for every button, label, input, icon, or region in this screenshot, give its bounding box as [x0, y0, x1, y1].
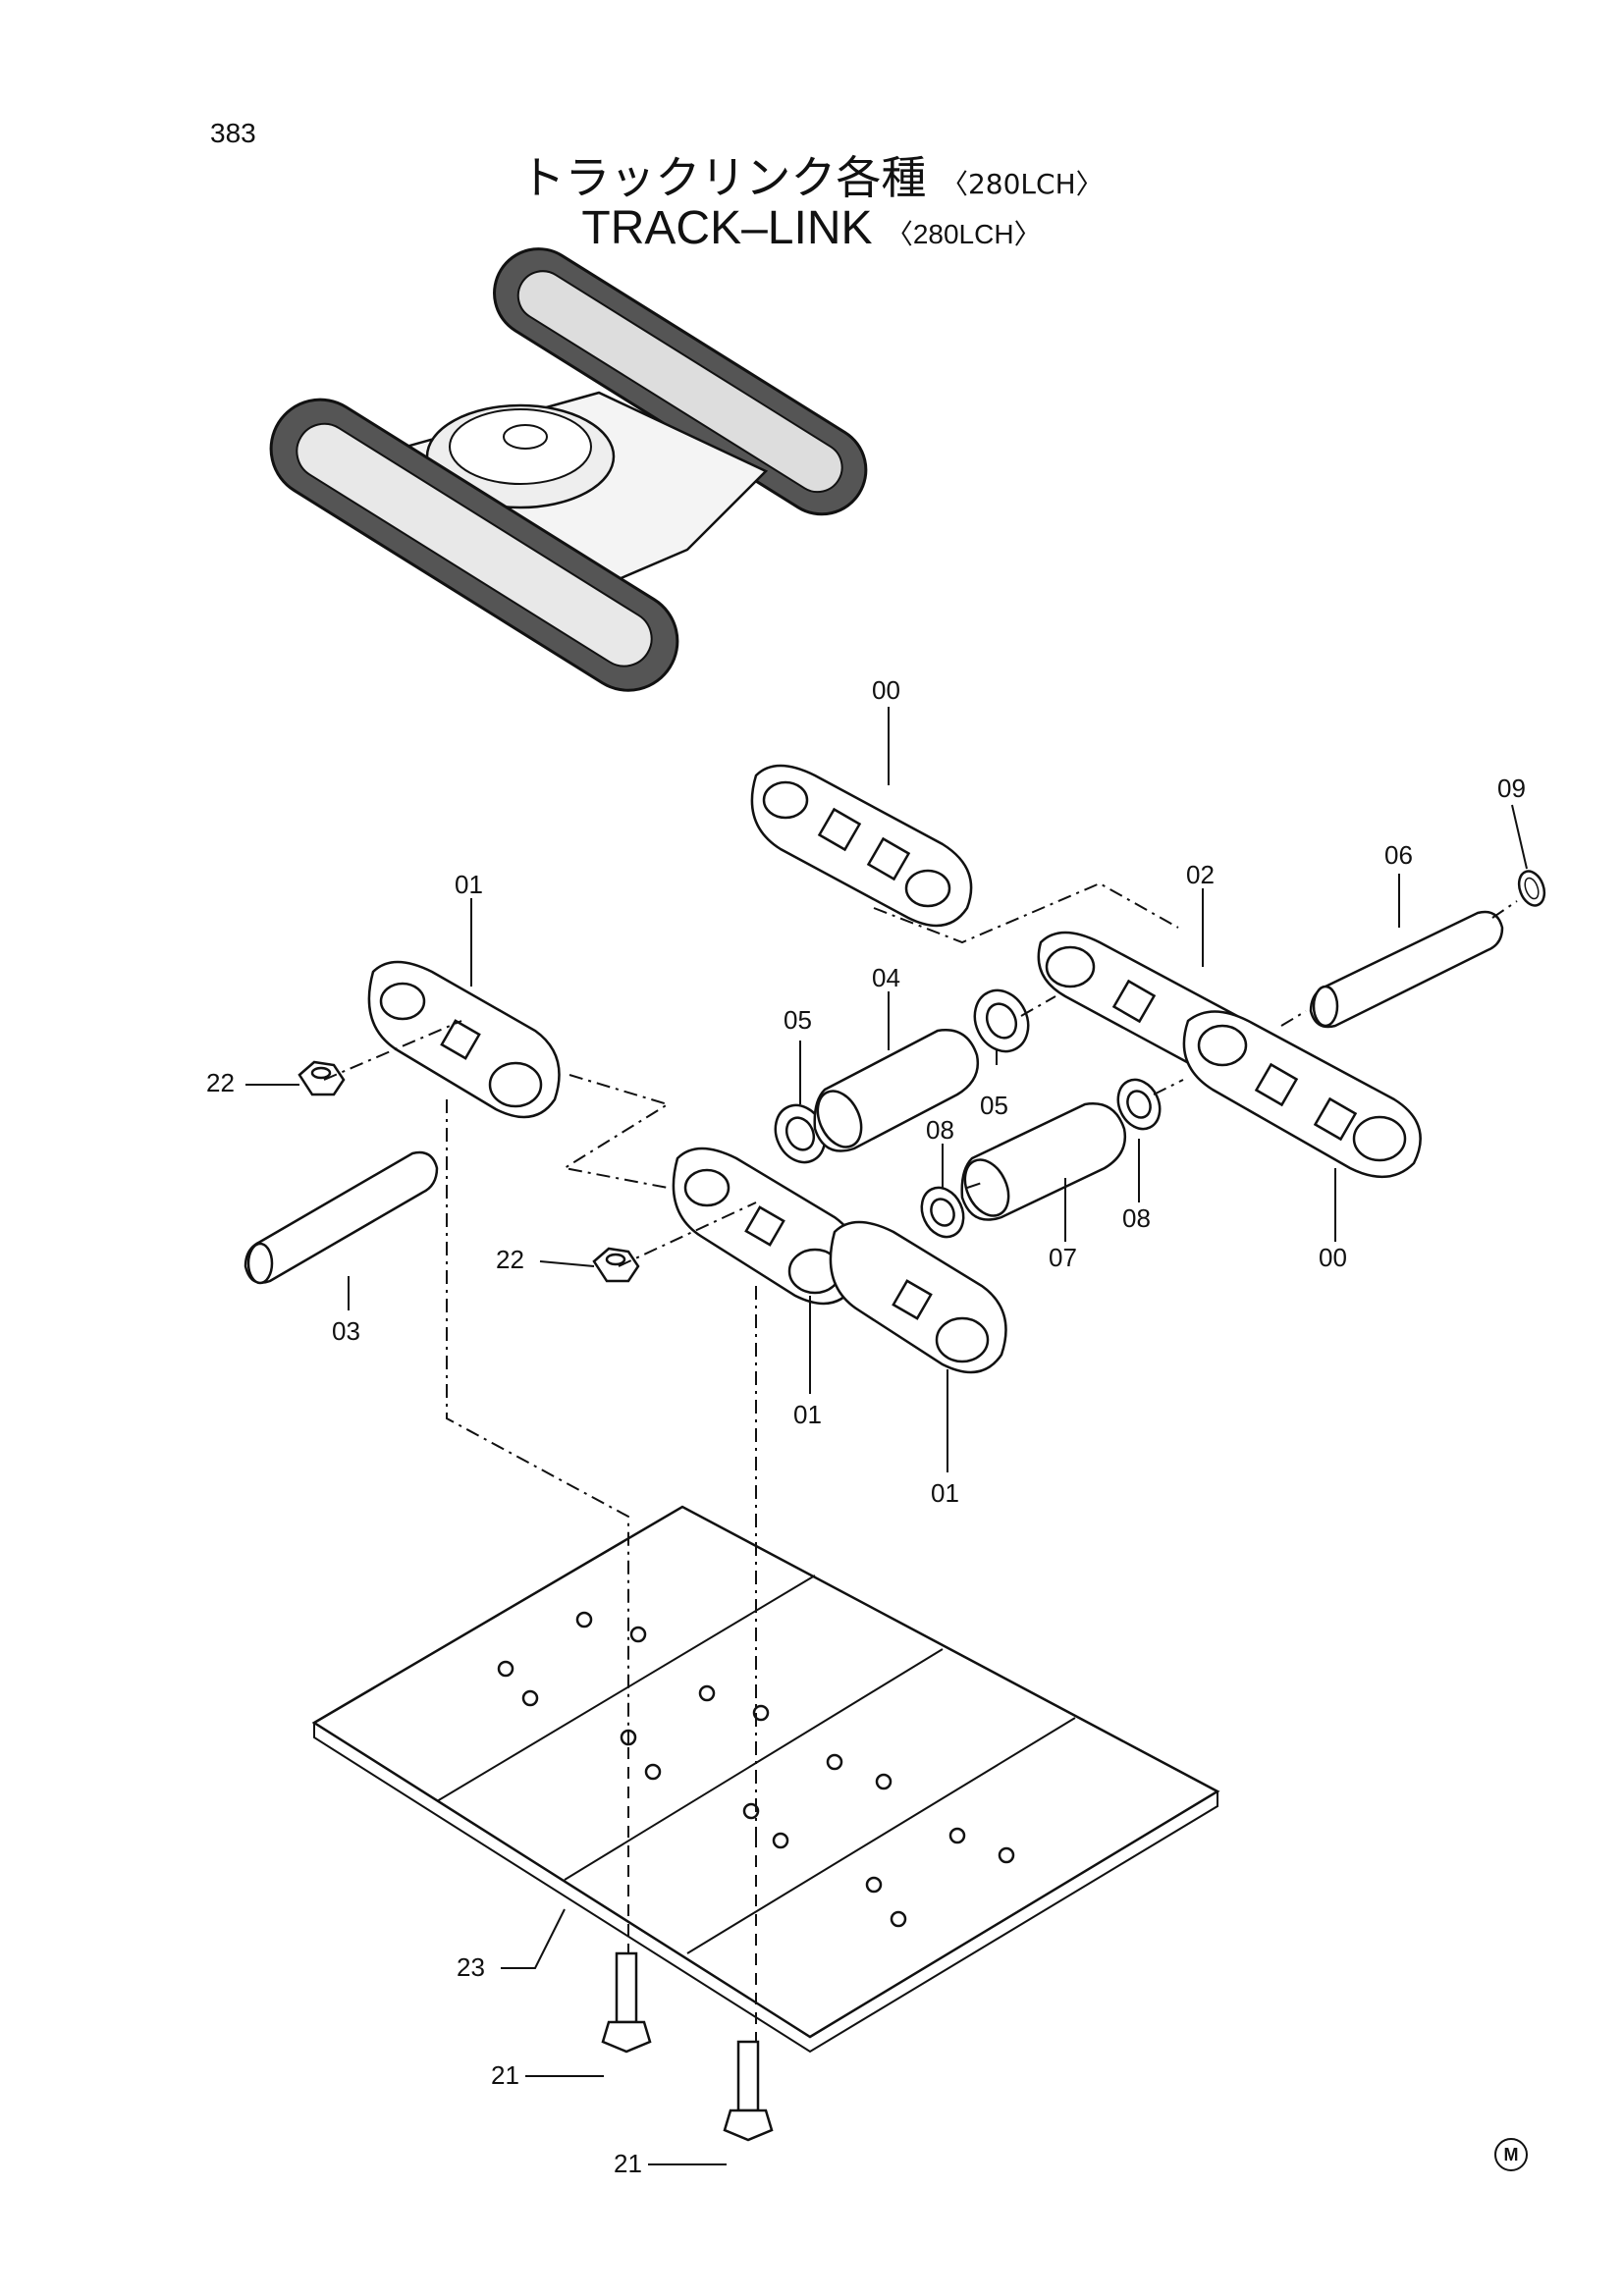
- spacer-08-left: [920, 1186, 965, 1239]
- page-number: 383: [210, 118, 256, 148]
- callout-09: 09: [1497, 774, 1526, 803]
- seal-05-left: [774, 1103, 827, 1164]
- callout-01-middle: 01: [793, 1400, 822, 1429]
- seal-05-right: [973, 988, 1030, 1053]
- callout-21-right: 21: [614, 2149, 642, 2178]
- callout-01-lower: 01: [931, 1478, 959, 1508]
- pin-03: [243, 1150, 439, 1285]
- callout-01-left: 01: [455, 870, 483, 899]
- callout-07: 07: [1049, 1243, 1077, 1272]
- page-title-japanese: トラックリンク各種 〈280LCH〉: [0, 142, 1623, 207]
- bolt-21-left: [601, 1951, 652, 2054]
- nut-22-lower: [592, 1247, 640, 1283]
- title-en-text: TRACK–LINK: [581, 202, 873, 254]
- publisher-mark: M: [1494, 2138, 1528, 2171]
- bushing-04: [813, 1029, 980, 1152]
- track-shoe-23: [311, 1505, 1220, 2054]
- callout-22-upper: 22: [206, 1068, 235, 1097]
- callout-08-left: 08: [926, 1115, 954, 1145]
- callout-00-upper: 00: [872, 675, 900, 705]
- track-link-00-upper: [750, 764, 973, 928]
- track-link-01-middle: [672, 1147, 860, 1306]
- track-link-01-lower: [829, 1220, 1007, 1374]
- callout-00-right: 00: [1319, 1243, 1347, 1272]
- track-link-01-left: [367, 960, 561, 1119]
- callout-05-right: 05: [980, 1091, 1008, 1120]
- page-title-english: TRACK–LINK 〈280LCH〉: [0, 201, 1623, 255]
- leader-lines: [245, 707, 1528, 2165]
- spacer-08-right: [1116, 1078, 1162, 1131]
- bushing-07: [960, 1102, 1127, 1221]
- callout-02: 02: [1186, 860, 1215, 889]
- callout-22-lower: 22: [496, 1245, 524, 1274]
- snap-ring-09: [1517, 870, 1546, 907]
- callout-06: 06: [1384, 840, 1413, 870]
- title-jp-text: トラックリンク各種: [519, 151, 927, 204]
- bolt-21-right: [723, 2040, 774, 2142]
- callout-23: 23: [457, 1952, 485, 1982]
- callout-08-right: 08: [1122, 1203, 1151, 1233]
- pin-06: [1309, 910, 1504, 1029]
- undercarriage-illustration: [269, 247, 868, 692]
- nut-22-upper: [298, 1060, 346, 1096]
- track-link-00-right: [1182, 1010, 1422, 1179]
- assembly-lines: [323, 881, 1518, 2042]
- callout-03: 03: [332, 1316, 360, 1346]
- callout-04: 04: [872, 963, 900, 992]
- model-tag-jp: 〈280LCH〉: [940, 168, 1104, 200]
- callout-05-left: 05: [784, 1005, 812, 1035]
- model-tag-en: 〈280LCH〉: [885, 219, 1042, 249]
- callout-21-left: 21: [491, 2060, 519, 2090]
- callout-labels: 00 09 06 02 01 04 05 05 22 08 08 07 00 2…: [206, 675, 1526, 2178]
